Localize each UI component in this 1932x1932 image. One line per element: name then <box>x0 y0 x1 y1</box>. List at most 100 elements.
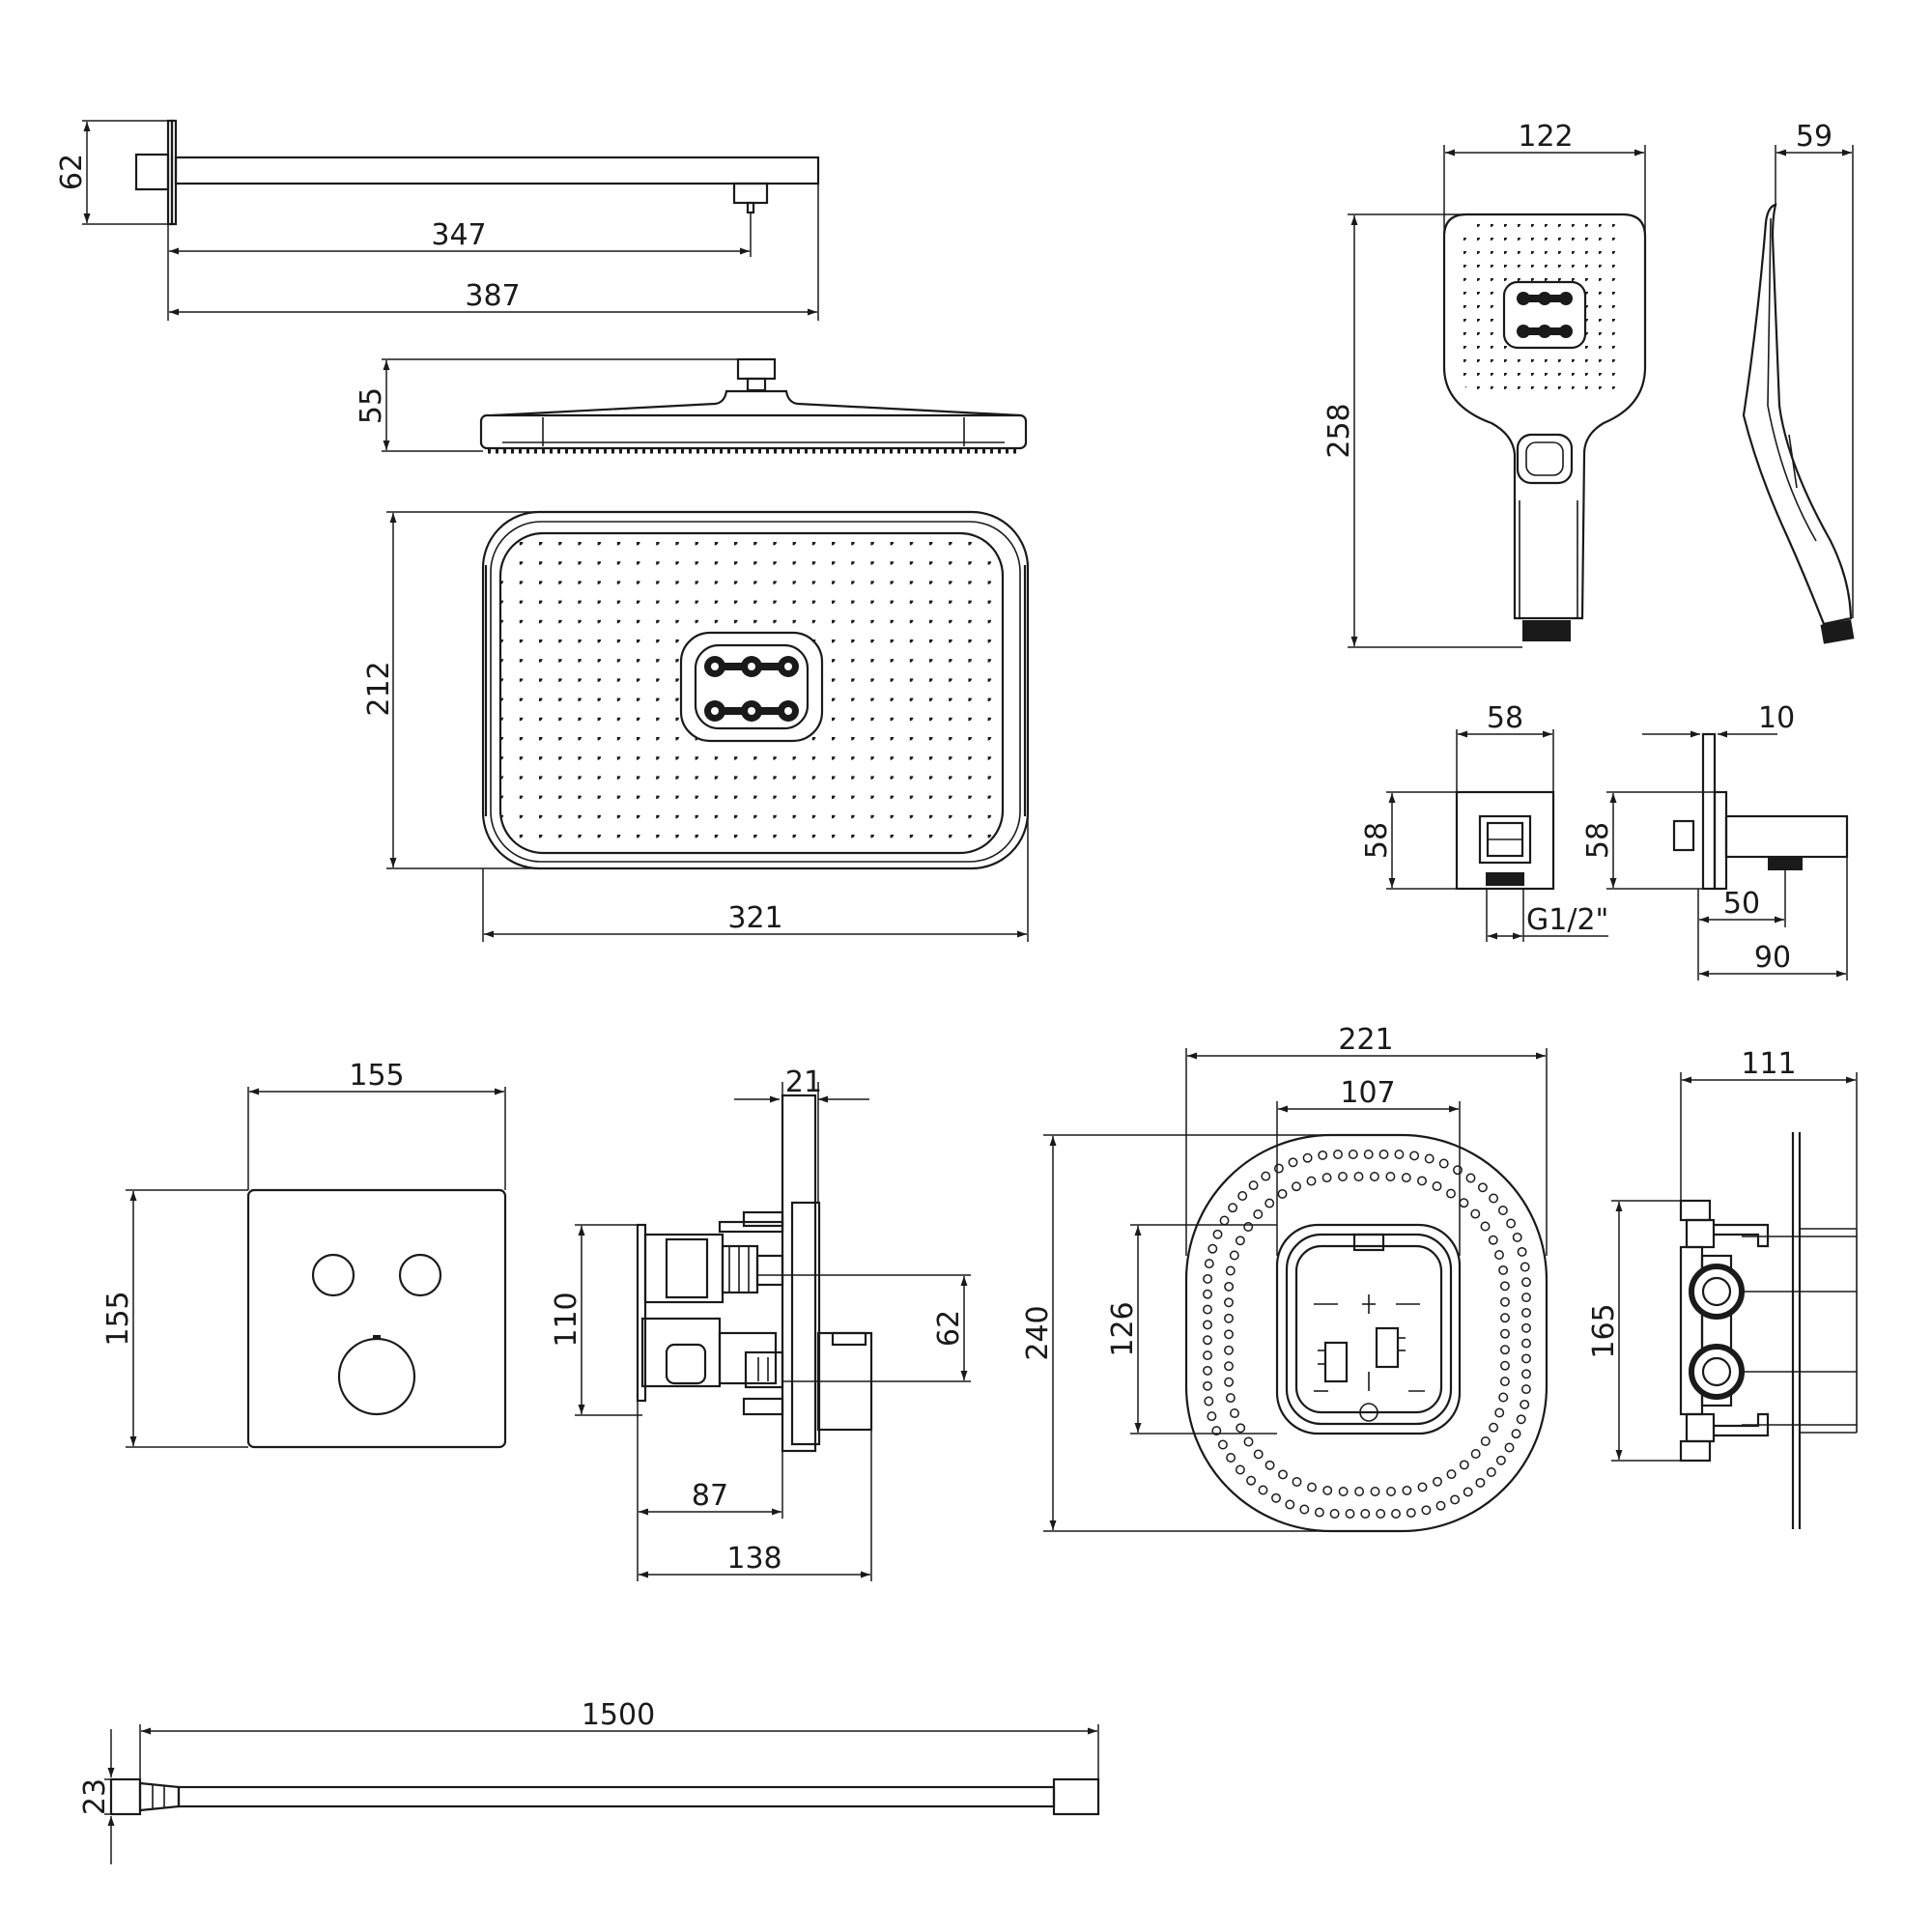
mounting-hole <box>1459 1198 1469 1208</box>
mounting-hole <box>1333 1150 1343 1159</box>
mounting-hole <box>1394 1150 1405 1159</box>
dim-arm-length-total: 387 <box>465 279 520 313</box>
hand-side-dimensions: 59 <box>1775 120 1854 618</box>
dim-outlet-height-side: 58 <box>1581 822 1615 859</box>
mounting-hole <box>1224 1313 1234 1323</box>
mounting-hole <box>1459 1460 1469 1470</box>
mounting-hole <box>1226 1453 1236 1463</box>
mounting-hole <box>1203 1289 1212 1299</box>
mounting-hole <box>1477 1182 1488 1193</box>
outer-hole-ring <box>1203 1150 1531 1519</box>
shower-hose <box>109 1777 1100 1816</box>
mounting-hole <box>1318 1150 1328 1160</box>
valve-side-view <box>636 1094 873 1453</box>
dim-valve-height: 110 <box>550 1292 583 1347</box>
mounting-hole <box>1500 1345 1510 1355</box>
mounting-hole <box>1480 1221 1491 1232</box>
mounting-hole <box>1360 1509 1371 1519</box>
mounting-hole <box>1438 1158 1449 1169</box>
mounting-hole <box>1302 1152 1313 1163</box>
mounting-hole <box>1203 1335 1212 1346</box>
mounting-hole <box>1307 1482 1317 1492</box>
mounting-hole <box>1224 1281 1235 1292</box>
dim-outlet-height: 58 <box>1360 822 1394 859</box>
mounting-hole <box>1424 1153 1435 1164</box>
mounting-hole <box>1217 1439 1228 1450</box>
mounting-hole <box>1329 1509 1340 1519</box>
hand-shower-front <box>1442 213 1647 641</box>
dim-plate-width: 155 <box>349 1059 404 1093</box>
dim-valve-depth-total: 138 <box>726 1542 781 1576</box>
mounting-hole <box>1264 1198 1275 1208</box>
mounting-hole <box>1498 1264 1509 1275</box>
mounting-hole <box>1517 1246 1527 1257</box>
mounting-hole <box>1521 1293 1531 1303</box>
mounting-hole <box>1306 1176 1317 1186</box>
mounting-hole <box>1470 1208 1481 1219</box>
mounting-hole <box>1212 1229 1223 1239</box>
dim-box-height: 240 <box>1021 1305 1055 1360</box>
wall-outlet-side <box>1672 732 1849 891</box>
dim-head-height: 212 <box>362 661 396 716</box>
mounting-hole <box>1271 1492 1281 1503</box>
dim-valve-depth-inner: 87 <box>692 1479 728 1513</box>
mounting-hole <box>1229 1250 1239 1261</box>
dim-outlet-width: 58 <box>1487 701 1523 735</box>
mounting-hole <box>1321 1173 1332 1183</box>
mounting-hole <box>1489 1193 1499 1204</box>
mounting-hole <box>1224 1361 1234 1372</box>
mounting-hole <box>1224 1345 1234 1355</box>
mounting-hole <box>1498 1392 1509 1403</box>
dim-hose-diameter: 23 <box>78 1778 112 1815</box>
mounting-hole <box>1463 1487 1473 1497</box>
mounting-hole <box>1521 1277 1531 1288</box>
mounting-hole <box>1516 1414 1526 1425</box>
mounting-hole <box>1489 1422 1499 1433</box>
mounting-hole <box>1521 1353 1531 1364</box>
mounting-hole <box>1417 1176 1427 1186</box>
mounting-hole <box>1353 1172 1364 1181</box>
mounting-hole <box>1521 1307 1531 1318</box>
mounting-hole <box>1230 1408 1239 1418</box>
mounting-hole <box>1322 1485 1333 1495</box>
dim-box-width: 221 <box>1338 1023 1393 1057</box>
mounting-hole <box>1277 1188 1288 1199</box>
dim-outlet-plate: 10 <box>1758 701 1795 735</box>
wall-outlet-side-dimensions: 10 58 50 90 <box>1581 701 1848 980</box>
wall-outlet-front <box>1455 790 1555 891</box>
shower-arm-dimensions: 62 347 387 <box>55 120 819 321</box>
valve-side-dimensions: 21 110 62 87 138 <box>550 1065 971 1581</box>
mounting-hole <box>1391 1509 1401 1519</box>
mounting-hole <box>1500 1328 1510 1339</box>
overhead-side-dimensions: 55 <box>355 358 738 452</box>
mounting-hole <box>1203 1350 1212 1361</box>
shower-arm-view <box>134 119 820 226</box>
dim-head-width: 321 <box>727 901 782 935</box>
mounting-hole <box>1446 1188 1456 1199</box>
mounting-hole <box>1288 1157 1298 1168</box>
mounting-hole <box>1521 1322 1531 1333</box>
mounting-hole <box>1486 1467 1496 1477</box>
mounting-hole <box>1338 1487 1349 1496</box>
mounting-hole <box>1235 1236 1245 1246</box>
mounting-hole <box>1203 1273 1213 1284</box>
mounting-hole <box>1273 1163 1284 1174</box>
mounting-hole <box>1314 1507 1324 1518</box>
dim-valve-plate: 21 <box>785 1065 822 1099</box>
mounting-hole <box>1292 1181 1301 1192</box>
hand-shower-dimensions: 122 258 <box>1322 120 1646 648</box>
mounting-hole <box>1512 1232 1522 1242</box>
mounting-hole <box>1409 1151 1420 1161</box>
mounting-hole <box>1236 1423 1246 1434</box>
mounting-hole <box>1376 1509 1386 1519</box>
mounting-hole <box>1237 1191 1248 1201</box>
mounting-hole <box>1246 1475 1257 1486</box>
mounting-hole <box>1228 1203 1238 1213</box>
mounting-hole <box>1203 1380 1212 1391</box>
overhead-shower-side-view <box>479 357 1028 454</box>
mounting-hole <box>1224 1297 1234 1308</box>
dim-side-width: 111 <box>1741 1047 1796 1081</box>
mounting-hole <box>1211 1426 1222 1436</box>
mounting-hole <box>1504 1442 1515 1453</box>
